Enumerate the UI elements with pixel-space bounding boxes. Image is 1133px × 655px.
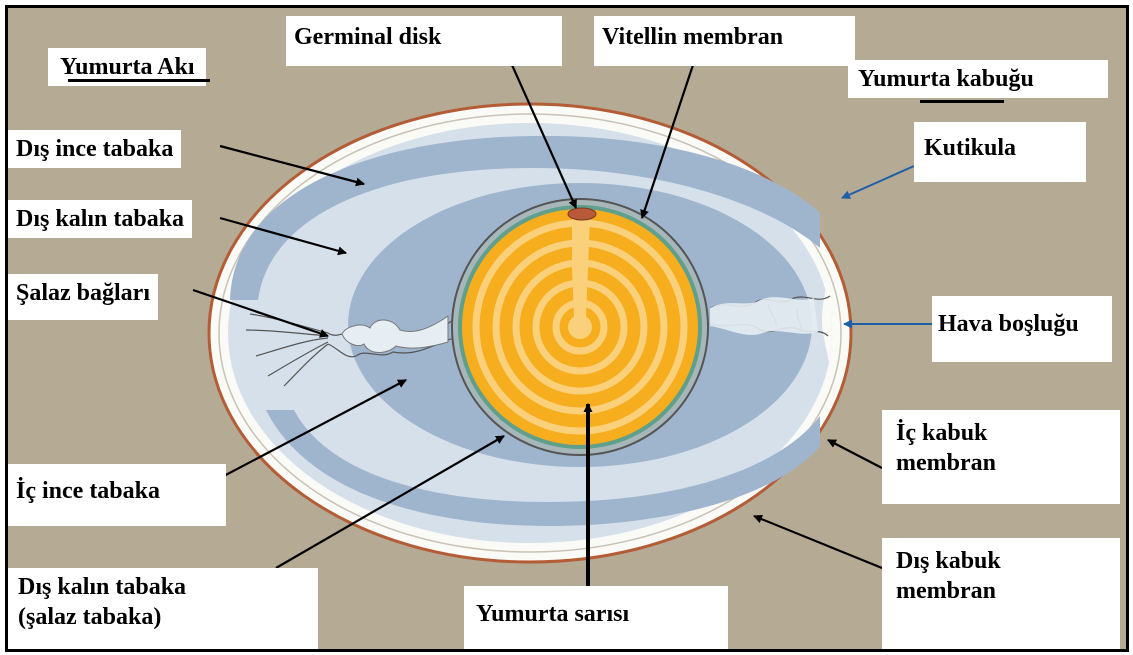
latebra-core <box>568 315 592 339</box>
label-dis-kalin-tabaka: Dış kalın tabaka <box>8 200 192 238</box>
label-dis-kalin-tabaka-salaz: Dış kalın tabaka (şalaz tabaka) <box>8 568 318 652</box>
arrow-kutikula <box>842 166 914 198</box>
label-ic-ince-tabaka: İç ince tabaka <box>8 464 226 526</box>
label-yumurta-aki-underline <box>68 79 210 82</box>
label-salaz-baglari: Şalaz bağları <box>8 274 158 320</box>
diagram-frame: Yumurta Akı Germinal disk Vitellin membr… <box>5 5 1129 652</box>
label-yumurta-kabugu-underline <box>920 100 1004 103</box>
label-dis-kalin-tabaka-salaz-line2: (şalaz tabaka) <box>18 602 308 632</box>
arrow-ic-kabuk-membran <box>828 440 882 468</box>
label-ic-kabuk-membran: İç kabuk membran <box>882 410 1120 504</box>
label-yumurta-sarisi: Yumurta sarısı <box>464 586 728 650</box>
blue-arrows <box>842 166 932 324</box>
label-dis-kabuk-membran-line1: Dış kabuk <box>896 546 1106 576</box>
label-kutikula: Kutikula <box>914 122 1086 182</box>
label-dis-kabuk-membran-line2: membran <box>896 576 1106 606</box>
label-ic-kabuk-membran-line2: membran <box>896 448 1106 478</box>
germinal-disk <box>568 208 596 220</box>
label-dis-kalin-tabaka-salaz-line1: Dış kalın tabaka <box>18 572 308 602</box>
label-dis-kabuk-membran: Dış kabuk membran <box>882 538 1120 650</box>
label-yumurta-kabugu: Yumurta kabuğu <box>848 60 1108 98</box>
label-germinal-disk: Germinal disk <box>286 16 562 66</box>
label-hava-boslugu: Hava boşluğu <box>932 296 1112 362</box>
label-vitellin-membran: Vitellin membran <box>594 16 855 66</box>
label-dis-ince-tabaka: Dış ince tabaka <box>8 130 181 168</box>
label-ic-kabuk-membran-line1: İç kabuk <box>896 418 1106 448</box>
arrow-dis-kabuk-membran <box>754 516 882 568</box>
